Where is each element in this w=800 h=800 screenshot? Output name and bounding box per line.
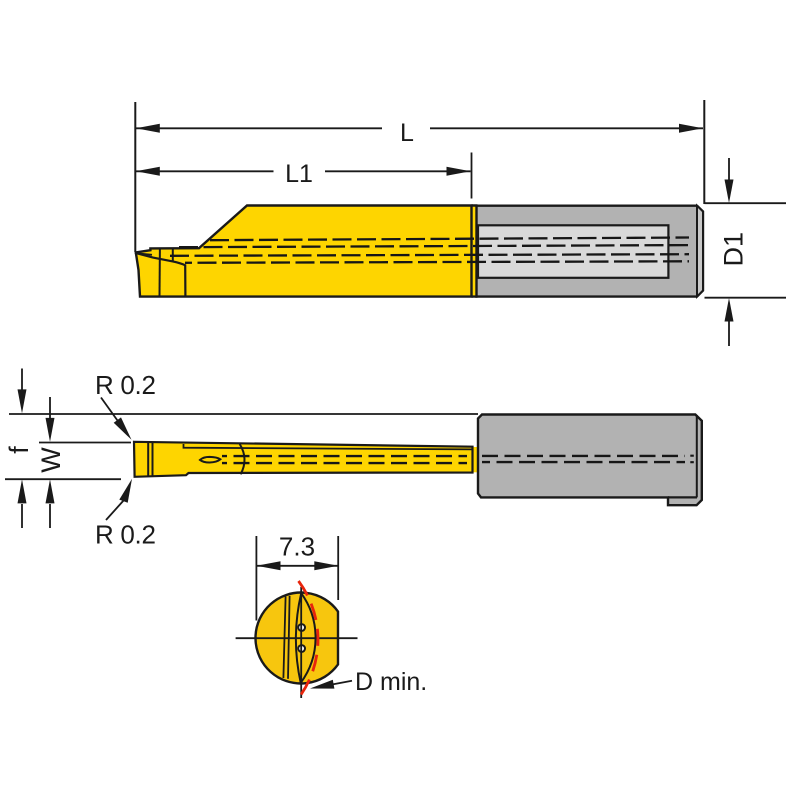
svg-text:L1: L1	[285, 160, 313, 188]
svg-text:D1: D1	[719, 232, 749, 267]
svg-text:W: W	[36, 447, 66, 473]
svg-text:D min.: D min.	[355, 668, 427, 696]
svg-text:R 0.2: R 0.2	[95, 370, 156, 400]
svg-text:R 0.2: R 0.2	[95, 520, 156, 550]
svg-text:L: L	[400, 119, 414, 147]
svg-text:f: f	[4, 446, 34, 454]
svg-text:7.3: 7.3	[279, 532, 315, 562]
